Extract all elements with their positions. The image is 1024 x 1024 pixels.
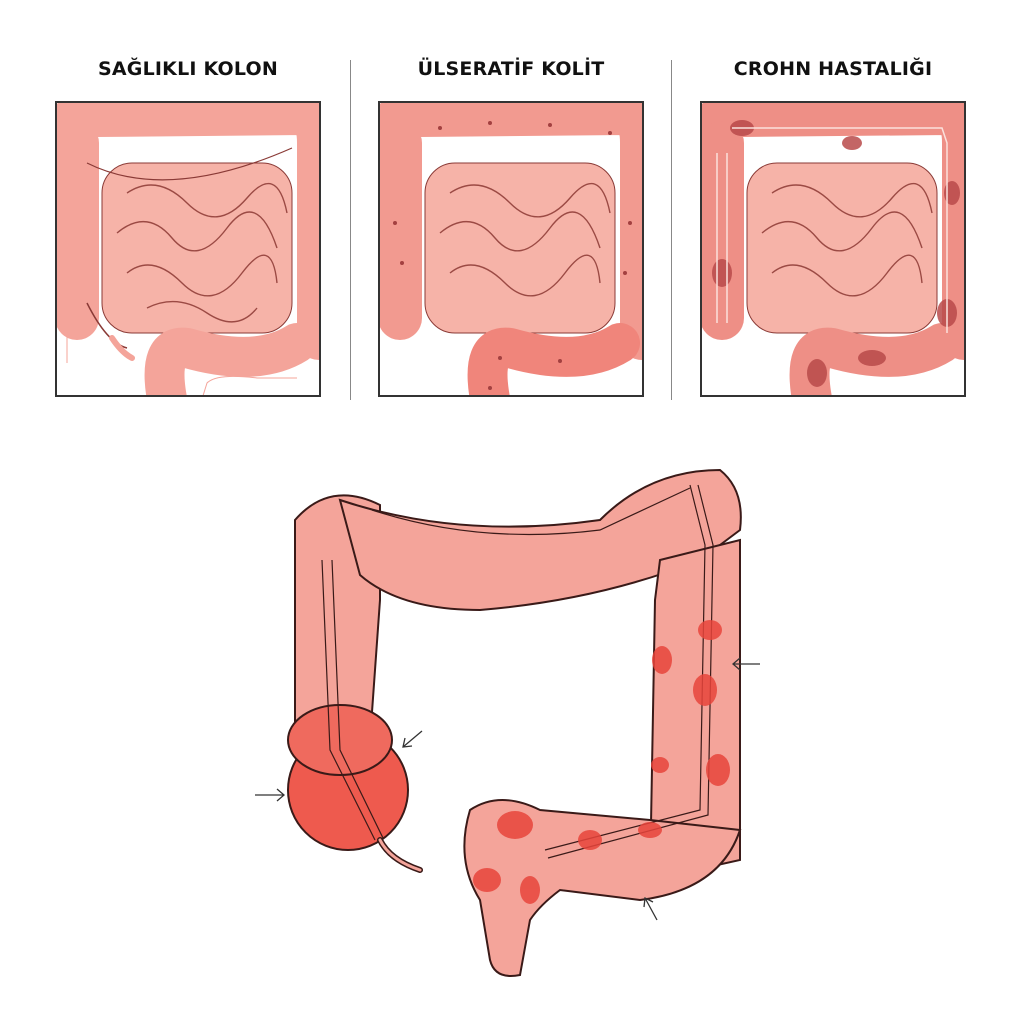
panel-title-healthy: SAĞLIKLI KOLON xyxy=(98,58,278,80)
panel-ulcerative-colitis xyxy=(378,101,644,397)
main-colon-diagram xyxy=(255,468,760,977)
arrow-icon xyxy=(255,657,760,921)
divider xyxy=(350,60,351,400)
panel-healthy xyxy=(55,101,321,397)
ulcerative-colitis-illustration xyxy=(380,103,642,395)
panel-title-ulcerative-colitis: ÜLSERATİF KOLİT xyxy=(417,58,605,80)
divider xyxy=(671,60,672,400)
panel-title-crohns: CROHN HASTALIĞI xyxy=(733,58,933,80)
healthy-colon-illustration xyxy=(57,103,319,395)
panel-crohns xyxy=(700,101,966,397)
crohns-illustration xyxy=(702,103,964,395)
